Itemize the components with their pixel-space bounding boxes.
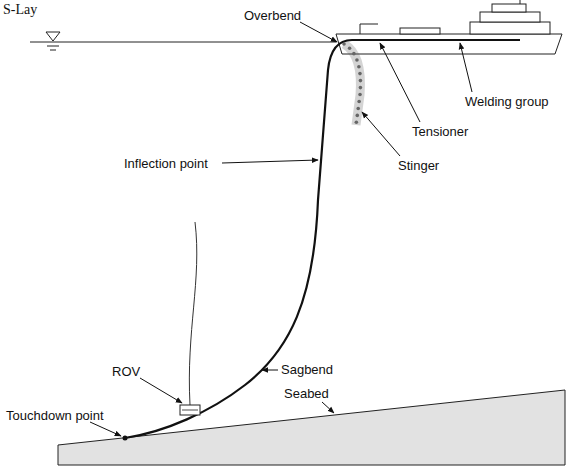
stinger-roller (357, 100, 361, 104)
part-label: Welding group (465, 94, 549, 109)
stinger-roller (359, 79, 363, 83)
part-label: Tensioner (412, 124, 468, 139)
lay-vessel (336, 0, 562, 54)
stinger-roller (356, 107, 360, 111)
stinger-roller (355, 114, 359, 118)
part-label: Seabed (284, 386, 329, 401)
stinger-roller (355, 121, 359, 125)
leader-arrows (90, 22, 472, 436)
stinger-roller (352, 52, 356, 56)
stinger-roller (358, 93, 362, 97)
touchdown-dot (123, 436, 128, 441)
stinger-roller (357, 65, 361, 69)
part-label: Inflection point (124, 156, 208, 171)
part-label: Overbend (244, 8, 301, 23)
pipeline (125, 40, 520, 438)
seabed-ground (58, 390, 565, 465)
part-label: Sagbend (281, 362, 333, 377)
part-label: Stinger (398, 158, 439, 173)
stinger-roller (348, 46, 352, 50)
rov (180, 222, 200, 415)
stinger (344, 44, 360, 125)
stinger-rollers (342, 42, 362, 124)
figure-title: S-Lay (3, 2, 37, 18)
stinger-roller (359, 86, 363, 90)
part-label: Touchdown point (6, 408, 104, 423)
stinger-roller (358, 72, 362, 76)
stinger-roller (355, 58, 359, 62)
part-label: ROV (112, 364, 140, 379)
water-surface (30, 32, 336, 50)
